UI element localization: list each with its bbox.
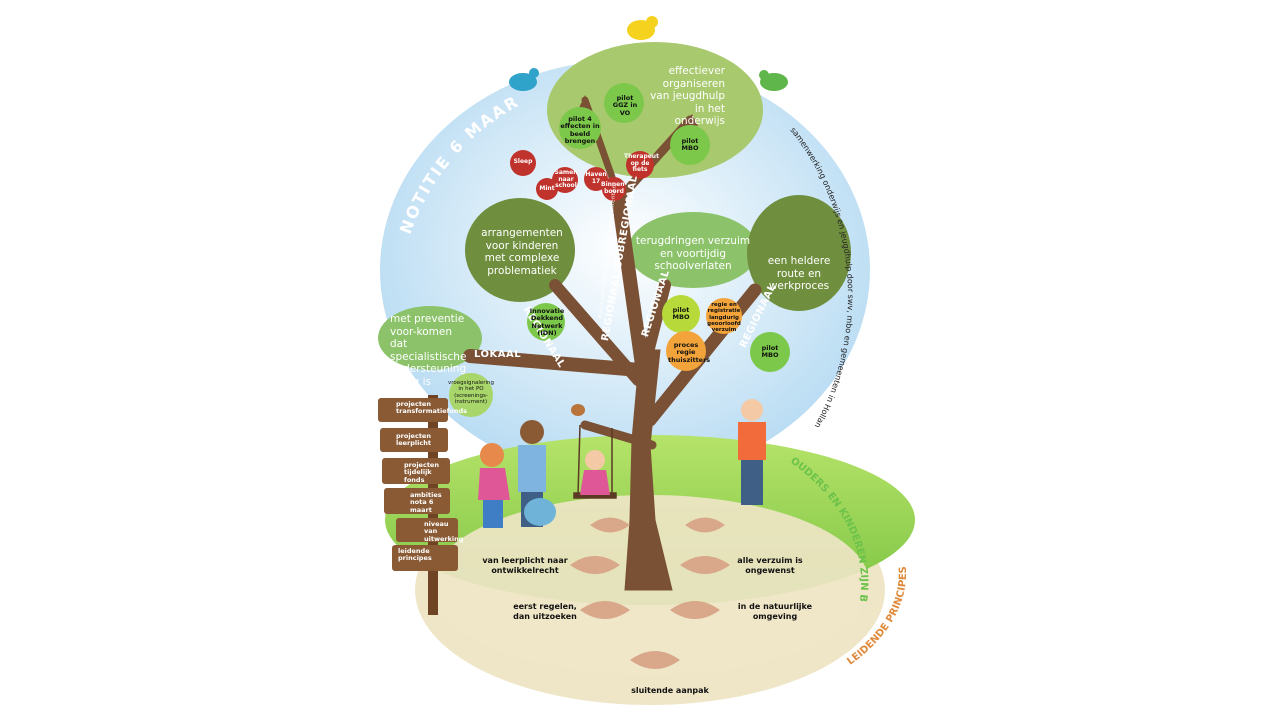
red-apple-mint: Mint xyxy=(539,185,555,192)
crown-left-text: arrangementen voor kinderen met complexe… xyxy=(481,227,563,277)
crown-middle-text: terugdringen verzuim en voortijdig schoo… xyxy=(635,235,751,273)
sign-leerplicht: projecten leerplicht xyxy=(396,432,431,448)
ground-leaves xyxy=(570,517,730,669)
principle-2: alle verzuim is ongewenst xyxy=(737,556,803,575)
principle-4: in de natuurlijke omgeving xyxy=(737,602,813,621)
crown-bottom-left-text: met preventie voor-komen dat specialisti… xyxy=(390,313,467,388)
principle-3: eerst regelen, dan uitzoeken xyxy=(513,602,577,621)
red-apple-sleep: Sleep xyxy=(513,158,533,165)
apple-regie: regie en registratie langdurig geoorloof… xyxy=(707,302,741,334)
red-apple-haven: Haven 17 xyxy=(585,171,607,185)
sign-tijdelijk-fonds: projecten tijdelijk fonds xyxy=(404,461,439,484)
crown-bottom-left xyxy=(378,306,482,370)
apples xyxy=(449,83,790,417)
apple-mbo-mid: pilot MBO xyxy=(672,306,690,322)
child-on-swing xyxy=(580,450,610,495)
sign-principes: leidende principes xyxy=(398,547,432,563)
apple-proces: proces regie thuiszitters xyxy=(668,341,711,364)
sign-niveau: niveau van uitwerking xyxy=(424,520,464,543)
principle-5: sluitende aanpak xyxy=(631,686,709,695)
red-apple-therapeut: Therapeut op de fiets xyxy=(624,153,659,174)
bird-left xyxy=(509,68,539,91)
bird-right xyxy=(759,70,788,91)
man-with-bag xyxy=(738,399,766,505)
crown-left xyxy=(465,198,575,302)
apple-mbo-right: pilot MBO xyxy=(761,344,779,360)
bird-top xyxy=(627,16,658,40)
squirrel xyxy=(571,404,585,416)
crown-right xyxy=(747,195,851,311)
sign-transformatiefonds: projecten transformatiefonds xyxy=(396,400,468,416)
red-apple-binnen: Binnen-boord xyxy=(601,181,628,195)
apple-mbo-top: pilot MBO xyxy=(681,137,699,153)
red-apple-samen: Samen naar school xyxy=(554,169,578,190)
apple-pilot4: pilot 4 effecten in beeld brengen xyxy=(560,115,600,146)
apple-vroeg: vroegsignalering in het PO (screenings-i… xyxy=(447,380,495,405)
apple-ggz: pilot GGZ in VO xyxy=(612,94,638,117)
branch-lokaal: LOKAAL xyxy=(474,349,522,360)
crown-top-text: effectiever organiseren van jeugdhulp in… xyxy=(650,65,725,128)
family xyxy=(478,420,556,528)
crown-right-text: een heldere route en werkproces xyxy=(767,255,831,293)
sign-ambities: ambities nota 6 maart xyxy=(410,491,442,514)
red-apple-cluster xyxy=(510,150,654,201)
signpost xyxy=(378,395,458,615)
crown-middle xyxy=(628,212,758,288)
principle-1: van leerplicht naar ontwikkelrecht xyxy=(482,556,568,575)
apple-idn: Innovatie Dekkend Netwerk (IDN) xyxy=(529,307,565,338)
